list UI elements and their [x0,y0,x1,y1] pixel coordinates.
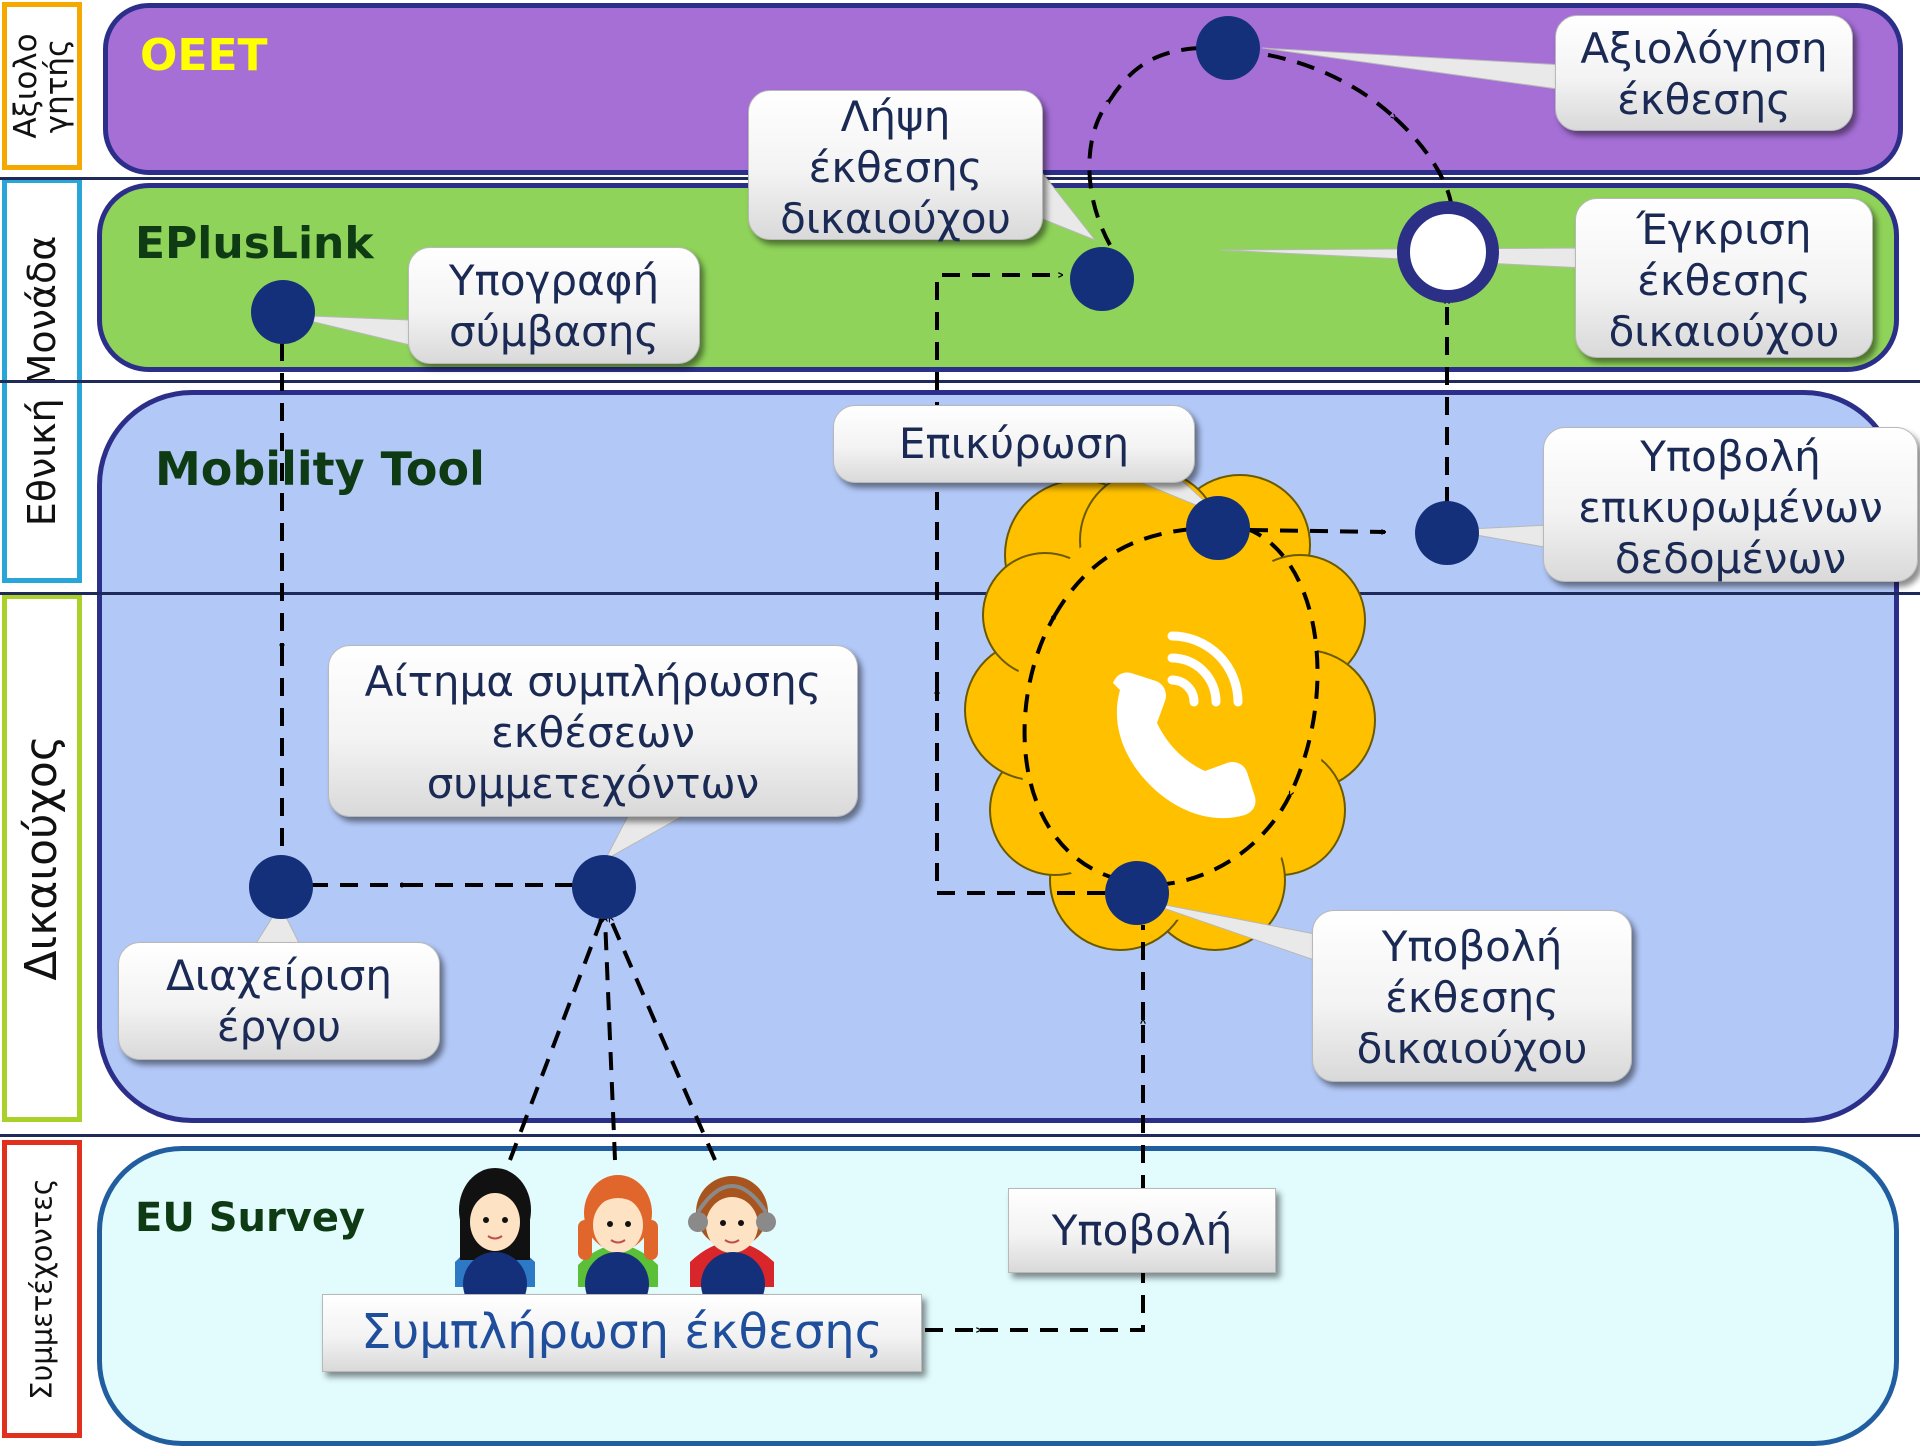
lane-separator [0,380,1920,383]
approval-line-1: Έγκριση [1636,205,1812,254]
contract-node[interactable] [251,280,315,344]
oeet-title: ΟΕΕΤ [140,30,268,81]
submit-validated-line-3: δεδομένων [1614,534,1847,583]
mobility-tool-title: Mobility Tool [155,442,485,496]
request-line-3: συμμετεχόντων [426,759,760,808]
submit-validated-line-2: επικυρωμένων [1578,483,1883,532]
approval-line-3: δικαιούχου [1608,307,1840,356]
contract-line-2: σύμβασης [448,307,660,356]
evaluation-callout: Αξιολόγηση έκθεσης [1555,15,1853,131]
submit-validated-line-1: Υποβολή [1640,432,1821,481]
approval-node[interactable] [1397,201,1499,303]
lane-evaluator: Αξιολο γητής [2,2,82,170]
evaluation-line-1: Αξιολόγηση [1580,24,1828,73]
receipt-line-1: Λήψη [840,92,951,141]
request-line-1: Αίτημα συμπλήρωσης [364,657,822,706]
flow-arrows [282,46,1454,1330]
validation-callout: Επικύρωση [833,405,1195,483]
phone-icon [1113,631,1256,819]
receipt-callout: Λήψη έκθεσης δικαιούχου [748,90,1043,243]
request-callout: Αίτημα συμπλήρωσης εκθέσεων συμμετεχόντω… [328,645,858,817]
fill-report-label: Συμπλήρωση έκθεσης [361,1304,883,1360]
management-callout: Διαχείριση έργου [118,942,440,1060]
lane-separator [0,592,1920,595]
epluslink-title: EPlusLink [135,218,374,269]
approval-line-2: έκθεσης [1637,256,1811,305]
submit-report-line-2: έκθεσης [1385,973,1559,1022]
management-node[interactable] [249,855,313,919]
evaluation-node[interactable] [1196,16,1260,80]
lane-participants: Συμμετέχοντες [2,1140,82,1438]
submit-box[interactable]: Υποβολή [1008,1188,1276,1273]
submit-validated-node[interactable] [1415,501,1479,565]
evaluation-line-2: έκθεσης [1617,75,1791,124]
lane-separator [0,1134,1920,1137]
management-line-1: Διαχείριση [166,951,392,1000]
fill-report-box[interactable]: Συμπλήρωση έκθεσης [322,1294,922,1372]
receipt-node[interactable] [1070,247,1134,311]
validation-line-1: Επικύρωση [898,419,1130,468]
submit-label: Υποβολή [1051,1206,1233,1255]
submit-validated-callout: Υποβολή επικυρωμένων δεδομένων [1543,427,1918,583]
validation-node[interactable] [1186,496,1250,560]
lane-beneficiary: Δικαιούχος [2,594,82,1122]
request-line-2: εκθέσεων [491,708,695,757]
receipt-line-2: έκθεσης [808,143,983,192]
receipt-line-3: δικαιούχου [780,194,1011,243]
submit-report-line-1: Υποβολή [1381,922,1563,971]
submit-report-callout: Υποβολή έκθεσης δικαιούχου [1312,910,1632,1082]
contract-callout: Υπογραφή σύμβασης [408,247,700,364]
contract-line-1: Υπογραφή [448,256,660,305]
management-line-2: έργου [216,1002,342,1051]
approval-callout: Έγκριση έκθεσης δικαιούχου [1575,198,1873,358]
eu-survey-title: EU Survey [135,1195,366,1241]
submit-report-line-3: δικαιούχου [1356,1024,1588,1073]
request-node[interactable] [572,855,636,919]
submit-report-node[interactable] [1105,861,1169,925]
